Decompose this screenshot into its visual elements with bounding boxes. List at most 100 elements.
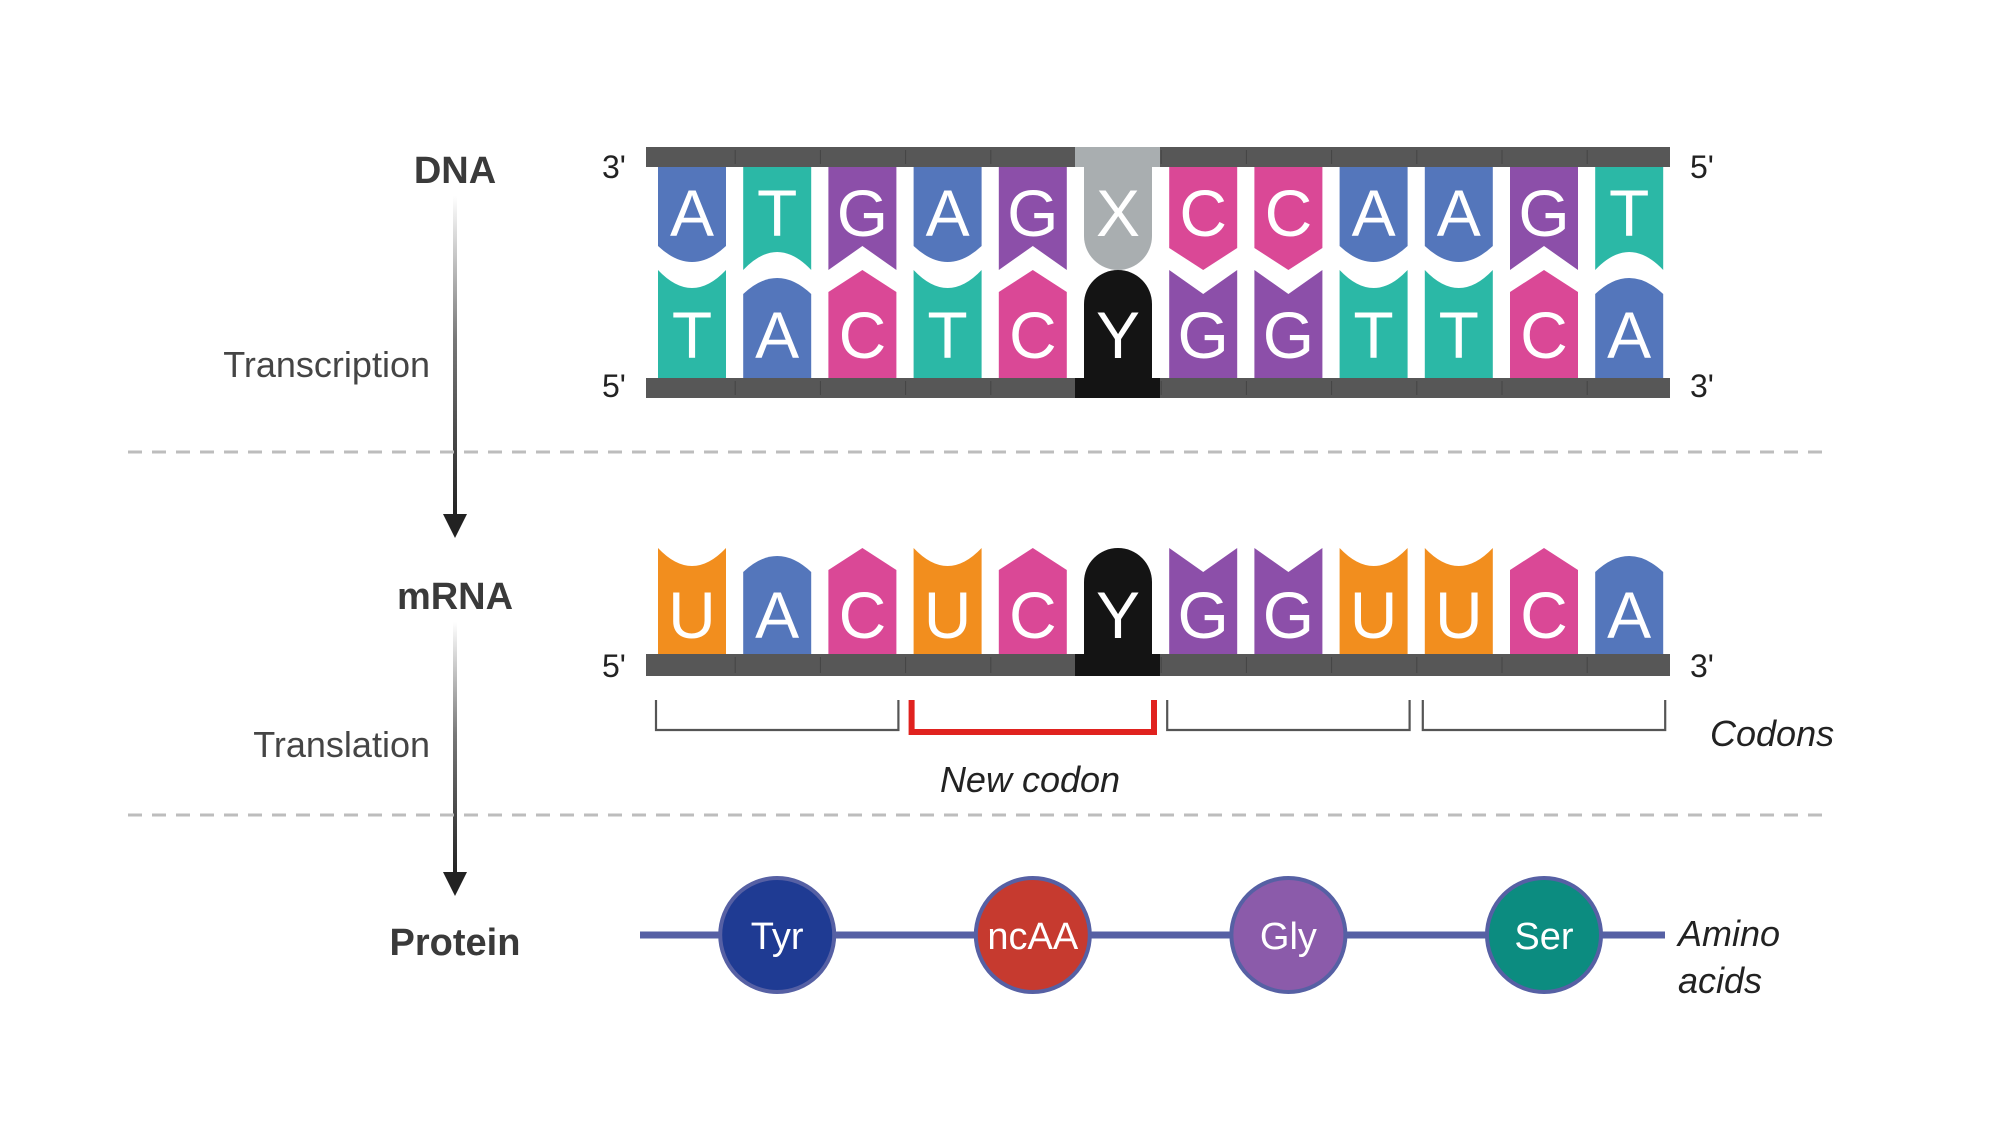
dna-top-base-letter: C	[1179, 176, 1227, 250]
dna-bottom-base-letter: T	[927, 298, 967, 372]
mrna-base-U	[658, 548, 726, 662]
dna-bottom-base-T	[913, 270, 982, 380]
mrna-right-end: 3'	[1690, 648, 1714, 684]
dna-bottom-base-letter: T	[672, 298, 712, 372]
dna-bottom-base-T	[1424, 270, 1493, 380]
dna-top-right-end: 5'	[1690, 149, 1714, 185]
dna-top-base-G	[998, 160, 1067, 270]
dna-top-base-A	[1424, 160, 1493, 262]
mrna-base-letter: C	[1009, 578, 1057, 652]
dna-top-left-end: 3'	[602, 149, 626, 185]
mrna-left-end: 5'	[602, 648, 626, 684]
mrna-base-letter: A	[1607, 578, 1651, 652]
amino-acid-gly: Gly	[1229, 876, 1348, 994]
mrna-base-letter: G	[1178, 578, 1229, 652]
dna-backbones	[646, 147, 1670, 398]
dna-top-base-T	[1595, 160, 1664, 270]
dna-top-base-A	[1339, 160, 1408, 262]
dna-bottom-base-letter: T	[1439, 298, 1479, 372]
dna-top-backbone-modified-segment	[1075, 147, 1160, 167]
dna-top-base-letter: A	[1352, 176, 1396, 250]
mrna-base-A	[1595, 556, 1664, 662]
dna-bottom-base-letter: C	[1520, 298, 1568, 372]
amino-acid-tyr: Tyr	[718, 876, 837, 994]
dna-bottom-base-letter: A	[1607, 298, 1651, 372]
dna-top-base-G	[1510, 160, 1578, 270]
dna-top-base-A	[913, 160, 982, 262]
dna-bottom-base-C	[998, 270, 1067, 380]
mrna-bases	[658, 548, 1664, 662]
dna-bottom-base-A	[743, 278, 812, 380]
mrna-base-U	[1424, 548, 1493, 662]
dna-bottom-base-T	[658, 270, 726, 380]
dna-label: DNA	[414, 150, 496, 192]
amino-acids-label-line1: Amino	[1676, 913, 1780, 954]
dna-bottom-base-G	[1169, 270, 1238, 380]
dna-bottom-base-letter: C	[839, 298, 887, 372]
dna-bottom-base-letter: T	[1353, 298, 1393, 372]
mrna-base-letter: U	[668, 578, 716, 652]
dna-top-base-letter: T	[757, 176, 797, 250]
mrna-base-letter: U	[1350, 578, 1398, 652]
dna-bottom-base-letter: G	[1178, 298, 1229, 372]
dna-top-base-C	[1254, 160, 1323, 270]
mrna-base-U	[1339, 548, 1408, 662]
dna-top-base-G	[828, 160, 897, 270]
mrna-base-G	[1169, 548, 1238, 662]
amino-acid-label: Gly	[1260, 916, 1317, 958]
dna-top-base-letter: G	[837, 176, 888, 250]
mrna-base-letter: U	[1435, 578, 1483, 652]
new-codon-bracket	[908, 700, 1157, 735]
mrna-base-G	[1254, 548, 1323, 662]
dna-bottom-base-letter: G	[1263, 298, 1314, 372]
mrna-base-letter: A	[755, 578, 799, 652]
transcription-label: Transcription	[223, 344, 430, 385]
dna-top-strand	[658, 160, 1664, 270]
mrna-base-C	[998, 548, 1067, 662]
codon-bracket	[1421, 700, 1667, 732]
new-codon-label: New codon	[940, 759, 1120, 800]
dna-bottom-strand	[658, 270, 1664, 380]
dna-bottom-left-end: 5'	[602, 368, 626, 404]
codon-bracket	[1166, 700, 1411, 732]
amino-acid-label: ncAA	[987, 916, 1078, 958]
protein-chain: Tyr ncAA Gly Ser	[640, 876, 1665, 994]
dna-top-base-X	[1084, 160, 1152, 270]
amino-acid-ser: Ser	[1485, 876, 1603, 994]
mrna-base-C	[828, 548, 897, 662]
protein-label: Protein	[390, 922, 521, 964]
codon-bracket	[654, 700, 900, 732]
amino-acid-circle	[718, 876, 837, 994]
amino-acid-circle	[1485, 876, 1603, 994]
amino-acid-label: Tyr	[751, 916, 804, 958]
dna-bottom-base-C	[828, 270, 897, 380]
mrna-base-letter: U	[924, 578, 972, 652]
dna-bottom-backbone-modified-segment	[1075, 378, 1160, 398]
dna-top-base-letter: A	[1437, 176, 1481, 250]
mrna-base-C	[1510, 548, 1578, 662]
amino-acids-label-line2: acids	[1678, 960, 1762, 1001]
dna-top-base-letter: T	[1609, 176, 1649, 250]
transcription-arrow	[443, 196, 467, 538]
mrna-base-letter: G	[1263, 578, 1314, 652]
dna-top-base-letter: G	[1518, 176, 1569, 250]
mrna-base-U	[913, 548, 982, 662]
mrna-base-A	[743, 556, 812, 662]
dna-top-base-letter: A	[670, 176, 714, 250]
dna-top-base-C	[1169, 160, 1238, 270]
amino-acid-ncaa: ncAA	[973, 876, 1092, 994]
amino-acids: Tyr ncAA Gly Ser	[718, 876, 1603, 994]
dna-top-base-letter: G	[1007, 176, 1058, 250]
mrna-label: mRNA	[397, 576, 513, 618]
dna-bottom-base-Y	[1084, 270, 1152, 380]
codons-label: Codons	[1710, 713, 1834, 754]
dna-bottom-base-G	[1254, 270, 1323, 380]
translation-arrow	[443, 622, 467, 896]
mrna-base-letter: C	[839, 578, 887, 652]
dna-bottom-right-end: 3'	[1690, 368, 1714, 404]
